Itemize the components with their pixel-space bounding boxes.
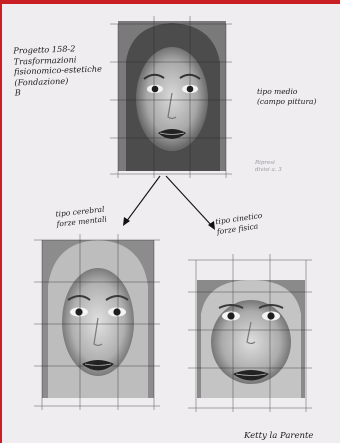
right-face-grid	[182, 250, 316, 420]
left-face-grid	[26, 230, 162, 420]
transformation-arrows	[2, 4, 340, 264]
artwork-sheet: Progetto 158-2 Trasformazioni fisionomic…	[2, 4, 340, 443]
artist-signature: Ketty la Parente	[244, 431, 313, 441]
